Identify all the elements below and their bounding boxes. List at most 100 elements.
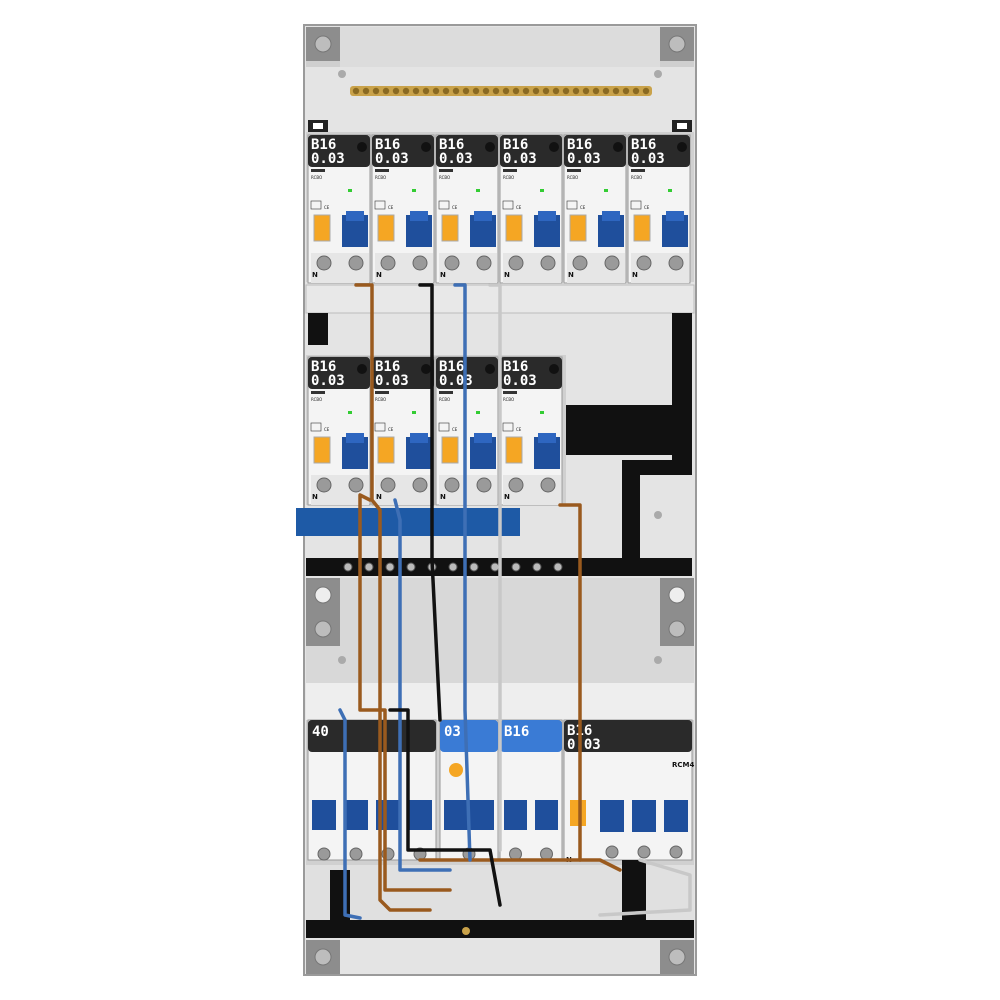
earth-terminal-screw: [412, 87, 420, 95]
terminal-screw: [511, 562, 521, 572]
corner-post-top-right: [660, 27, 694, 61]
earth-terminal-screw: [352, 87, 360, 95]
row2-breakers: B160.03RCBOCENB160.03RCBOCENB160.03RCBOC…: [307, 356, 563, 506]
earth-screw: [462, 927, 470, 935]
trip-indicator: [377, 436, 395, 464]
breaker-rating: B16: [567, 137, 592, 153]
trip-indicator: [569, 214, 587, 242]
earth-terminal-screw: [592, 87, 600, 95]
ce-mark: CE: [388, 205, 394, 210]
terminal-screw: [476, 255, 492, 271]
toggle-lever[interactable]: [312, 800, 336, 830]
earth-terminal-screw: [392, 87, 400, 95]
surge-protector-head: [440, 720, 498, 752]
earth-terminal-screw: [572, 87, 580, 95]
trip-indicator: [570, 800, 586, 826]
terminal-screw: [380, 255, 396, 271]
earth-terminal-screw: [472, 87, 480, 95]
device-type-label: RCBO: [503, 397, 514, 402]
sep-logo-icon: [631, 169, 645, 172]
ce-mark: CE: [452, 205, 458, 210]
status-led: [348, 411, 352, 414]
wire: [558, 503, 582, 862]
wire: [598, 858, 692, 917]
sep-logo-icon: [311, 169, 325, 172]
earth-terminal-screw: [622, 87, 630, 95]
breaker-rating: B16: [439, 137, 464, 153]
wire: [393, 498, 452, 872]
toggle-lever[interactable]: [535, 800, 558, 830]
earth-terminal-screw: [632, 87, 640, 95]
earth-terminal-screw: [362, 87, 370, 95]
trip-indicator: [505, 436, 523, 464]
corner-post-bottom-right: [660, 940, 694, 974]
neutral-terminal-label: N: [504, 271, 510, 279]
top-cover-highlight: [340, 27, 660, 67]
wire: [354, 283, 432, 912]
toggle-lever[interactable]: [344, 800, 368, 830]
corner-post-mid2-left: [306, 612, 340, 646]
earth-terminal-screw: [482, 87, 490, 95]
trip-indicator: [377, 214, 395, 242]
earth-terminal-screw: [502, 87, 510, 95]
neutral-terminal-label: N: [440, 271, 446, 279]
terminal-screw: [605, 845, 619, 859]
breaker-sensitivity: 0.03: [439, 151, 473, 167]
earth-terminal-screw: [522, 87, 530, 95]
terminal-screw: [316, 477, 332, 493]
trip-indicator: [633, 214, 651, 242]
breaker-head: [372, 357, 434, 389]
breaker-sensitivity: 0.03: [631, 151, 665, 167]
earth-terminal-screw: [442, 87, 450, 95]
breaker-rating: B16: [375, 359, 400, 375]
terminal-screw: [508, 477, 524, 493]
sep-logo-icon: [375, 169, 389, 172]
terminal-screw: [412, 477, 428, 493]
toggle-lever[interactable]: [504, 800, 527, 830]
device-type-label: RCBO: [439, 397, 450, 402]
toggle-lever[interactable]: [600, 800, 624, 832]
corner-post-mid-right: [660, 578, 694, 612]
breaker-sensitivity: 0.03: [503, 373, 537, 389]
rail-bracket: [622, 460, 692, 560]
corner-post-top-left: [306, 27, 340, 61]
terminal-screw: [364, 562, 374, 572]
terminal-screw: [444, 255, 460, 271]
toggle-lever[interactable]: [664, 800, 688, 832]
trip-indicator: [505, 214, 523, 242]
status-led: [604, 189, 608, 192]
device-type-label: RCBO: [311, 397, 322, 402]
toggle-lever[interactable]: [408, 800, 432, 830]
ce-mark: CE: [516, 427, 522, 432]
terminal-screw: [532, 562, 542, 572]
ce-mark: CE: [516, 205, 522, 210]
earth-terminal-screw: [612, 87, 620, 95]
terminal-screw: [406, 562, 416, 572]
breaker-head: [628, 135, 690, 167]
terminal-screw: [669, 845, 683, 859]
terminal-screw: [508, 255, 524, 271]
wire: [358, 493, 452, 892]
wire: [488, 283, 502, 852]
status-led: [348, 189, 352, 192]
neutral-terminal-label: N: [312, 493, 318, 501]
earth-terminal-screw: [462, 87, 470, 95]
terminal-screw: [448, 562, 458, 572]
terminal-screw: [412, 255, 428, 271]
breaker-head: [436, 135, 498, 167]
trip-indicator: [441, 214, 459, 242]
toggle-lever[interactable]: [632, 800, 656, 832]
status-led: [668, 189, 672, 192]
neutral-terminal-label: N: [568, 271, 574, 279]
corner-post-mid2-right: [660, 612, 694, 646]
breaker-head: [308, 135, 370, 167]
device-type-label: RCBO: [375, 175, 386, 180]
ce-mark: CE: [324, 205, 330, 210]
status-led: [476, 411, 480, 414]
terminal-screw: [553, 562, 563, 572]
neutral-terminal-label: N: [632, 271, 638, 279]
